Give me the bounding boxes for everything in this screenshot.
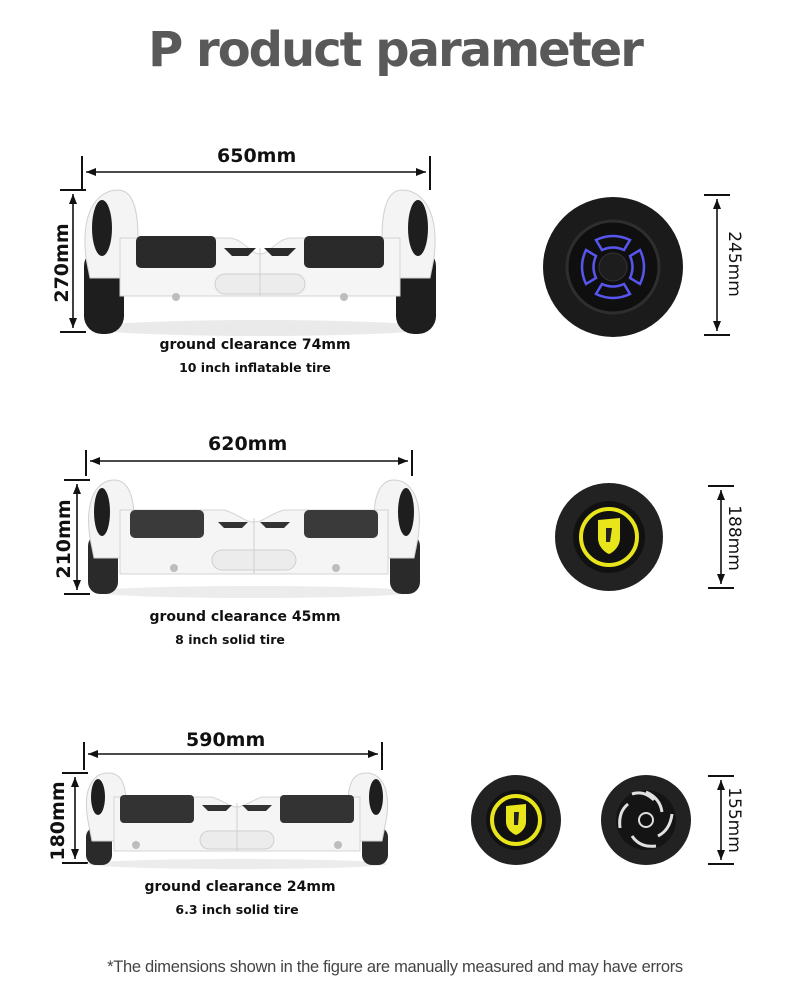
height-dimension-line (62, 772, 88, 864)
wheel-height-dimension-line (704, 194, 730, 336)
wheel-yellow-shield-icon (555, 483, 663, 591)
width-dimension-line (83, 742, 383, 770)
wheel-yellow-shield-icon (471, 775, 561, 865)
ground-clearance-label: ground clearance 45mm (149, 609, 341, 625)
page-title: P roduct parameter (148, 22, 644, 78)
tire-type-label: 6.3 inch solid tire (175, 902, 299, 917)
tire-type-label: 8 inch solid tire (175, 632, 285, 647)
hoverboard-image-6-5in (85, 772, 389, 869)
height-dimension-line (60, 189, 86, 333)
wheel-height-dimension-line (708, 775, 734, 865)
hoverboard-image-10in (84, 189, 436, 336)
ground-clearance-label: ground clearance 24mm (144, 879, 336, 895)
width-dimension-line (85, 450, 413, 476)
width-label: 590mm (186, 729, 266, 751)
ground-clearance-label: ground clearance 74mm (159, 337, 351, 353)
wheel-diameter-label: 188mm (724, 505, 744, 571)
height-label: 180mm (47, 781, 69, 861)
height-label: 210mm (53, 499, 75, 579)
height-label: 270mm (51, 223, 73, 303)
width-label: 620mm (208, 433, 288, 455)
hoverboard-image-8in (88, 479, 420, 598)
wheel-silver-spoke-icon (601, 775, 691, 865)
width-label: 650mm (217, 145, 297, 167)
height-dimension-line (64, 479, 90, 595)
disclaimer-footnote: *The dimensions shown in the figure are … (107, 958, 683, 976)
wheel-diameter-label: 155mm (724, 787, 744, 853)
wheel-blue-led-icon (543, 197, 683, 337)
width-dimension-line (81, 156, 431, 190)
tire-type-label: 10 inch inflatable tire (179, 360, 331, 375)
wheel-diameter-label: 245mm (724, 231, 744, 297)
wheel-height-dimension-line (708, 485, 734, 589)
